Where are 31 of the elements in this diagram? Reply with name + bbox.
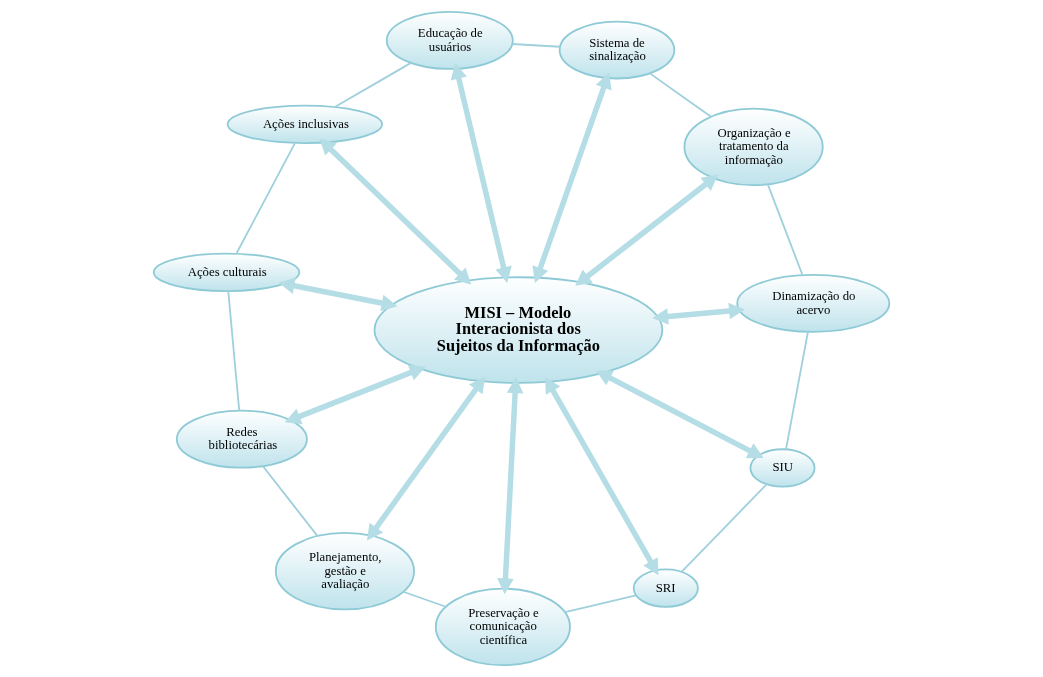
- arrow: [284, 364, 426, 425]
- connector: [564, 594, 637, 614]
- connector: [262, 465, 319, 538]
- arrow: [367, 376, 486, 541]
- connector: [785, 331, 809, 450]
- arrow: [532, 72, 612, 283]
- node-ellipse: Planejamento, gestão e avaliação: [274, 532, 415, 611]
- connector: [402, 590, 447, 608]
- node-ellipse: Sistema de sinalização: [558, 20, 676, 80]
- arrow: [652, 302, 745, 325]
- arrow: [596, 370, 764, 459]
- connector: [680, 483, 768, 573]
- connector: [333, 62, 412, 108]
- arrow: [497, 377, 524, 595]
- node-ellipse: SIU: [749, 448, 816, 488]
- connector: [648, 72, 712, 118]
- arrow: [278, 277, 398, 312]
- node-ellipse: Educação de usuários: [385, 11, 514, 70]
- arrow: [575, 174, 719, 286]
- node-ellipse: Dinamização do acervo: [736, 274, 891, 333]
- node-ellipse: Ações inclusivas: [226, 104, 383, 144]
- arrow: [450, 62, 512, 284]
- connector: [235, 142, 296, 255]
- node-ellipse: Preservação e comunicação científica: [434, 587, 571, 667]
- node-ellipse: SRI: [632, 568, 699, 608]
- connector: [511, 43, 561, 48]
- node-ellipse: Organização e tratamento da informação: [683, 107, 824, 187]
- arrow: [319, 138, 472, 285]
- connector: [227, 290, 241, 412]
- arrow: [545, 376, 659, 576]
- connector: [766, 183, 804, 276]
